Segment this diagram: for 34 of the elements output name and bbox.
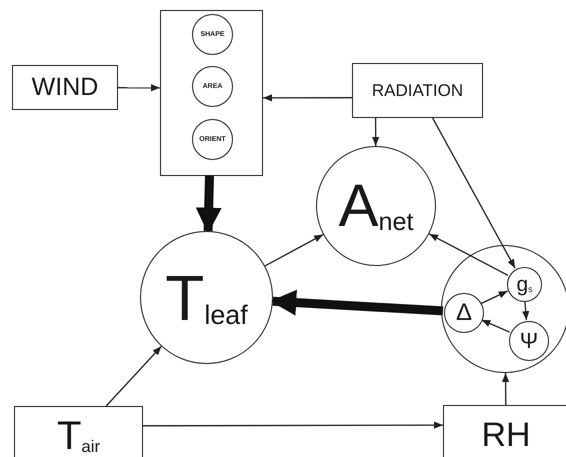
box-node <box>12 65 118 110</box>
node-label: RH <box>481 418 531 452</box>
circle-node <box>192 119 233 160</box>
circle-node <box>509 321 549 361</box>
node-label: RADIATION <box>372 82 464 99</box>
circle-node <box>507 267 542 302</box>
arrow <box>481 319 510 333</box>
thick-arrow <box>196 176 222 234</box>
box-node <box>443 405 566 457</box>
arrow <box>118 84 160 92</box>
arrow <box>143 422 443 429</box>
arrow <box>432 118 516 269</box>
node-label: A$_{net}$ <box>338 176 414 236</box>
circle-node <box>444 293 484 333</box>
arrow <box>522 300 530 320</box>
arrow <box>428 233 508 276</box>
arrow <box>106 346 162 406</box>
node-label: Δ <box>456 301 472 325</box>
panel-box <box>160 10 263 176</box>
circle-node <box>192 14 233 55</box>
arrow <box>480 290 508 304</box>
node-label: Ψ <box>520 330 538 352</box>
thick-arrow <box>270 290 444 316</box>
box-node <box>14 406 143 457</box>
arrow <box>372 118 380 146</box>
node-label: T$_{leaf}$ <box>165 266 248 330</box>
node-label: T$_{air}$ <box>56 416 100 456</box>
circle-node <box>192 66 233 107</box>
arrow <box>263 94 352 102</box>
node-label: WIND <box>32 75 98 100</box>
arrow <box>502 373 510 405</box>
circle-group <box>441 245 566 373</box>
arrow <box>264 234 324 266</box>
box-node <box>352 63 483 118</box>
